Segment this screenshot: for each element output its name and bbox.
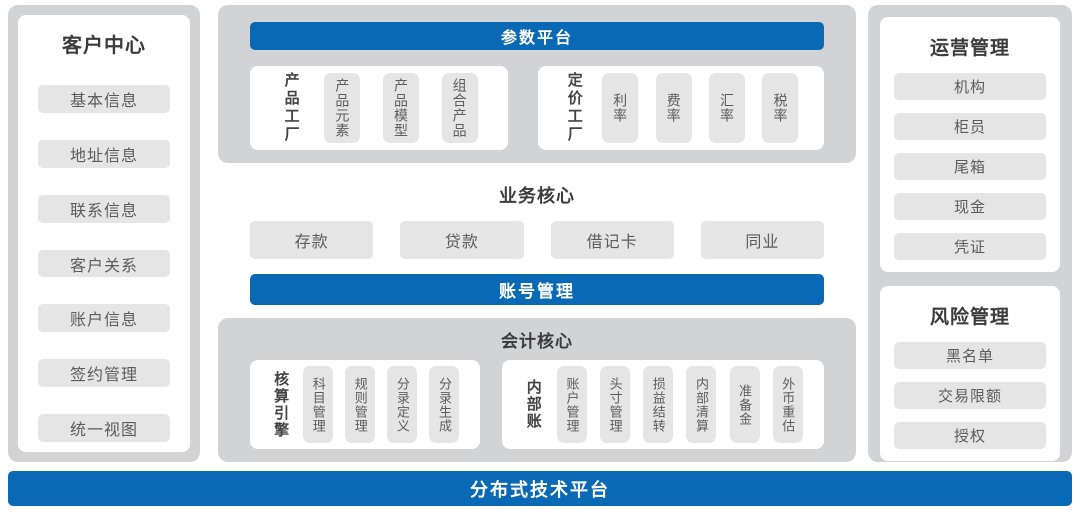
node-cash-box: 尾箱 bbox=[894, 153, 1046, 180]
diagram-layout: 客户中心 基本信息 地址信息 联系信息 客户关系 账户信息 签约管理 统一视图 … bbox=[8, 5, 1072, 462]
node-entry-generation-label: 分录生成 bbox=[436, 376, 452, 433]
distributed-platform-bar: 分布式技术平台 bbox=[8, 471, 1072, 506]
node-exchange-rate-label: 汇率 bbox=[719, 93, 736, 123]
param-platform-groups: 产品工厂 产品元素 产品模型 组合产品 定价工厂 利率 费率 汇率 税率 bbox=[250, 66, 824, 150]
node-authorization: 授权 bbox=[894, 422, 1046, 449]
node-pnl-carryover: 损益结转 bbox=[643, 366, 674, 443]
node-product-combo: 组合产品 bbox=[441, 73, 478, 143]
node-account-mgmt: 账户管理 bbox=[556, 366, 587, 443]
node-pnl-carryover-label: 损益结转 bbox=[650, 376, 666, 433]
node-product-model: 产品模型 bbox=[382, 73, 419, 143]
node-basic-info: 基本信息 bbox=[38, 85, 170, 113]
node-contact-info: 联系信息 bbox=[38, 194, 170, 223]
node-unified-view: 统一视图 bbox=[38, 414, 170, 443]
account-mgmt-bar: 账号管理 bbox=[250, 274, 824, 305]
risk-title: 风险管理 bbox=[929, 307, 1010, 328]
node-transaction-limit: 交易限额 bbox=[894, 382, 1046, 409]
node-signing-mgmt: 签约管理 bbox=[38, 359, 170, 388]
core-column: 参数平台 产品工厂 产品元素 产品模型 组合产品 定价工厂 利率 费率 汇率 税… bbox=[218, 5, 856, 462]
node-entry-definition: 分录定义 bbox=[387, 366, 418, 443]
node-reserve-label: 准备金 bbox=[737, 383, 753, 426]
node-internal-clearing-label: 内部清算 bbox=[693, 376, 709, 433]
node-product-element-label: 产品元素 bbox=[334, 78, 351, 138]
node-interest-rate: 利率 bbox=[602, 73, 639, 143]
accounting-engine-label: 核算引擎 bbox=[272, 370, 290, 439]
internal-account-label: 内部账 bbox=[524, 379, 542, 430]
node-product-element: 产品元素 bbox=[324, 73, 361, 143]
node-fx-revaluation-label: 外币重估 bbox=[780, 376, 796, 433]
node-internal-clearing: 内部清算 bbox=[686, 366, 717, 443]
node-account-info: 账户信息 bbox=[38, 304, 170, 333]
business-core-row: 存款 贷款 借记卡 同业 bbox=[250, 221, 824, 259]
pricing-factory-label: 定价工厂 bbox=[565, 72, 583, 144]
node-entry-definition-label: 分录定义 bbox=[394, 376, 410, 433]
node-product-model-label: 产品模型 bbox=[392, 78, 409, 138]
product-factory-group: 产品工厂 产品元素 产品模型 组合产品 bbox=[250, 66, 509, 150]
node-position-mgmt: 头寸管理 bbox=[600, 366, 631, 443]
node-customer-relation: 客户关系 bbox=[38, 249, 170, 278]
node-teller: 柜员 bbox=[894, 113, 1046, 140]
node-fee-rate-label: 费率 bbox=[665, 93, 682, 123]
product-factory-label: 产品工厂 bbox=[282, 72, 300, 144]
business-core-title: 业务核心 bbox=[499, 186, 575, 206]
operations-title: 运营管理 bbox=[929, 38, 1010, 59]
node-debit-card: 借记卡 bbox=[550, 221, 674, 259]
node-reserve: 准备金 bbox=[729, 366, 760, 443]
node-product-combo-label: 组合产品 bbox=[451, 78, 468, 138]
accounting-engine-group: 核算引擎 科目管理 规则管理 分录定义 分录生成 bbox=[250, 360, 480, 449]
node-cash: 现金 bbox=[894, 193, 1046, 220]
accounting-core-panel: 会计核心 核算引擎 科目管理 规则管理 分录定义 分录生成 内部账 账户管理 头… bbox=[218, 318, 856, 462]
node-address-info: 地址信息 bbox=[38, 139, 170, 168]
pricing-factory-group: 定价工厂 利率 费率 汇率 税率 bbox=[538, 66, 824, 150]
node-organization: 机构 bbox=[894, 73, 1046, 100]
node-position-mgmt-label: 头寸管理 bbox=[607, 376, 623, 433]
accounting-core-groups: 核算引擎 科目管理 规则管理 分录定义 分录生成 内部账 账户管理 头寸管理 损… bbox=[250, 360, 824, 449]
node-rule-mgmt: 规则管理 bbox=[345, 366, 376, 443]
customer-center-card: 客户中心 基本信息 地址信息 联系信息 客户关系 账户信息 签约管理 统一视图 bbox=[18, 15, 190, 452]
node-deposit: 存款 bbox=[250, 221, 374, 259]
node-subject-mgmt-label: 科目管理 bbox=[310, 376, 326, 433]
node-exchange-rate: 汇率 bbox=[709, 73, 746, 143]
node-fx-revaluation: 外币重估 bbox=[772, 366, 803, 443]
node-tax-rate-label: 税率 bbox=[772, 93, 789, 123]
node-blacklist: 黑名单 bbox=[894, 342, 1046, 369]
param-platform-header: 参数平台 bbox=[250, 22, 824, 50]
node-account-mgmt-label: 账户管理 bbox=[564, 376, 580, 433]
node-loan: 贷款 bbox=[400, 221, 524, 259]
business-core-section: 业务核心 存款 贷款 借记卡 同业 账号管理 bbox=[218, 163, 856, 318]
risk-card: 风险管理 黑名单 交易限额 授权 bbox=[880, 286, 1060, 461]
operations-card: 运营管理 机构 柜员 尾箱 现金 凭证 bbox=[880, 17, 1060, 272]
node-rule-mgmt-label: 规则管理 bbox=[352, 376, 368, 433]
node-interbank: 同业 bbox=[700, 221, 824, 259]
node-interest-rate-label: 利率 bbox=[612, 93, 629, 123]
internal-account-group: 内部账 账户管理 头寸管理 损益结转 内部清算 准备金 外币重估 bbox=[501, 360, 824, 449]
node-entry-generation: 分录生成 bbox=[429, 366, 460, 443]
customer-center-title: 客户中心 bbox=[62, 35, 146, 57]
customer-center-panel: 客户中心 基本信息 地址信息 联系信息 客户关系 账户信息 签约管理 统一视图 bbox=[8, 5, 200, 462]
node-tax-rate: 税率 bbox=[762, 73, 799, 143]
node-fee-rate: 费率 bbox=[655, 73, 692, 143]
node-subject-mgmt: 科目管理 bbox=[303, 366, 334, 443]
accounting-core-title: 会计核心 bbox=[501, 332, 573, 351]
node-voucher: 凭证 bbox=[894, 233, 1046, 260]
param-platform-panel: 参数平台 产品工厂 产品元素 产品模型 组合产品 定价工厂 利率 费率 汇率 税… bbox=[218, 5, 856, 163]
right-panel: 运营管理 机构 柜员 尾箱 现金 凭证 风险管理 黑名单 交易限额 授权 bbox=[868, 5, 1072, 462]
